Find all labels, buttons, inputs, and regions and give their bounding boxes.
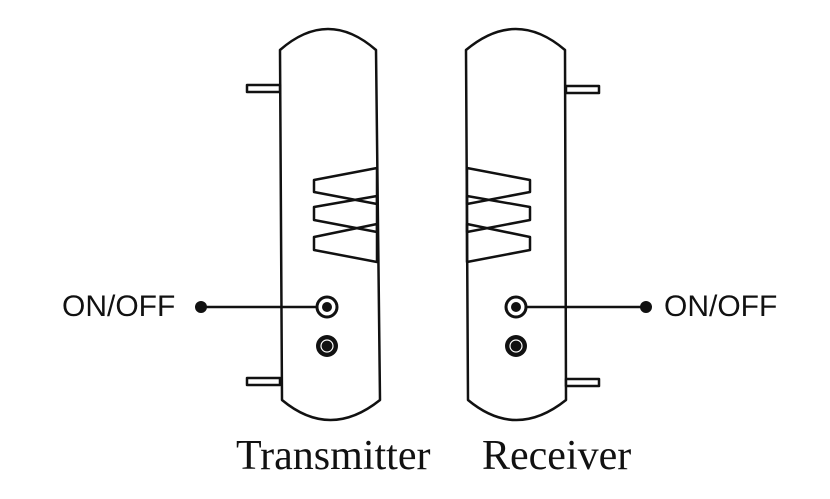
transmitter-body bbox=[278, 27, 382, 422]
receiver-body bbox=[464, 27, 568, 422]
receiver-caption: Receiver bbox=[482, 433, 632, 479]
receiver-signal-waves bbox=[465, 166, 532, 264]
receiver-bottom-mount-tab bbox=[564, 377, 601, 388]
transmitter-bottom-mount-tab bbox=[245, 376, 282, 387]
receiver-unit bbox=[464, 27, 652, 422]
receiver-indicator-light bbox=[505, 335, 527, 357]
transmitter-switch-label: ON/OFF bbox=[62, 290, 176, 323]
receiver-switch-label: ON/OFF bbox=[664, 290, 778, 323]
transmitter-unit bbox=[195, 27, 382, 422]
transmitter-caption: Transmitter bbox=[236, 433, 431, 479]
transmitter-on-off-button[interactable] bbox=[315, 295, 339, 319]
receiver-top-mount-tab bbox=[564, 84, 601, 95]
transmitter-indicator-light bbox=[316, 335, 338, 357]
transmitter-signal-waves bbox=[312, 166, 379, 264]
receiver-switch-leader-line bbox=[526, 301, 652, 313]
receiver-on-off-button[interactable] bbox=[504, 295, 528, 319]
transmitter-top-mount-tab bbox=[245, 83, 282, 94]
transmitter-switch-leader-line bbox=[195, 301, 317, 313]
